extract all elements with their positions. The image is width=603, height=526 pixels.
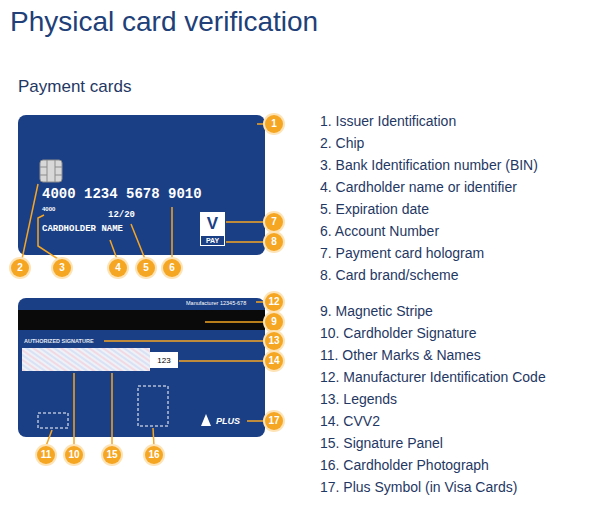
bin-print: 4000 bbox=[42, 206, 55, 212]
chip-contacts bbox=[40, 160, 62, 182]
callout-number: 16 bbox=[145, 446, 163, 464]
manufacturer-code: Manufacturer 12345-678 bbox=[186, 300, 246, 306]
legend-item: 16. Cardholder Photograph bbox=[320, 457, 489, 473]
callout-number: 8 bbox=[265, 233, 283, 251]
card-number: 4000 1234 5678 9010 bbox=[42, 186, 202, 202]
card-back: Manufacturer 12345-678AUTHORIZED SIGNATU… bbox=[18, 298, 265, 437]
legend-item: 17. Plus Symbol (in Visa Cards) bbox=[320, 479, 517, 495]
callout-number: 1 bbox=[265, 115, 283, 133]
card-front bbox=[18, 115, 265, 255]
callout-number: 4 bbox=[109, 259, 127, 277]
legend-item: 13. Legends bbox=[320, 391, 397, 407]
card-front: 4000 1234 5678 9010 4000 12/20CARDHOLDER N… bbox=[18, 115, 265, 255]
callout-number: 5 bbox=[137, 259, 155, 277]
callout-number: 6 bbox=[163, 259, 181, 277]
legend-item: 10. Cardholder Signature bbox=[320, 325, 476, 341]
callout-number: 10 bbox=[65, 446, 83, 464]
marks-area bbox=[38, 413, 68, 428]
cardholder-name: CARDHOLDER NAME bbox=[42, 224, 123, 234]
legend-item: 11. Other Marks & Names bbox=[320, 347, 481, 363]
callout-number: 2 bbox=[11, 259, 29, 277]
plus-logo: PLUS bbox=[198, 412, 246, 430]
callout-number: 9 bbox=[265, 313, 283, 331]
cvv-number: 123 bbox=[157, 356, 170, 365]
legend-item: 5. Expiration date bbox=[320, 201, 429, 217]
leader-lines bbox=[22, 124, 265, 446]
photo-area bbox=[138, 386, 168, 426]
callout-number: 11 bbox=[37, 446, 55, 464]
legend-item: 7. Payment card hologram bbox=[320, 245, 484, 261]
signature-panel bbox=[22, 348, 150, 371]
legend-item: 8. Card brand/scheme bbox=[320, 267, 459, 283]
callout-number: 3 bbox=[53, 259, 71, 277]
page-title: Physical card verification bbox=[10, 6, 318, 38]
callout-number: 17 bbox=[265, 412, 283, 430]
legend-item: 2. Chip bbox=[320, 135, 364, 151]
callout-number: 14 bbox=[265, 352, 283, 370]
pay-box: PAY bbox=[200, 235, 225, 246]
callout-number: 12 bbox=[265, 293, 283, 311]
legend-item: 6. Account Number bbox=[320, 223, 439, 239]
plus-logo-mark bbox=[201, 414, 211, 426]
card-back bbox=[18, 298, 265, 437]
legend-item: 12. Manufacturer Identification Code bbox=[320, 369, 546, 385]
cvv-box: 123 bbox=[150, 352, 178, 368]
legend-item: 9. Magnetic Stripe bbox=[320, 303, 433, 319]
legend-item: 3. Bank Identification number (BIN) bbox=[320, 157, 538, 173]
legend-item: 15. Signature Panel bbox=[320, 435, 443, 451]
section-heading: Payment cards bbox=[18, 77, 131, 97]
legend-text: AUTHORIZED SIGNATURE bbox=[24, 338, 94, 344]
legend-item: 4. Cardholder name or identifier bbox=[320, 179, 517, 195]
pay-text: PAY bbox=[206, 237, 219, 244]
callout-number: 7 bbox=[265, 213, 283, 231]
plus-text: PLUS bbox=[216, 416, 240, 426]
legend-item: 14. CVV2 bbox=[320, 413, 380, 429]
brand-letter: V bbox=[207, 214, 218, 234]
callout-number: 15 bbox=[103, 446, 121, 464]
callout-number: 13 bbox=[265, 332, 283, 350]
expiry-date: 12/20 bbox=[108, 210, 135, 220]
chip bbox=[40, 160, 62, 182]
brand-box: V bbox=[200, 212, 225, 235]
magnetic-stripe bbox=[18, 310, 265, 330]
legend-item: 1. Issuer Identification bbox=[320, 113, 456, 129]
